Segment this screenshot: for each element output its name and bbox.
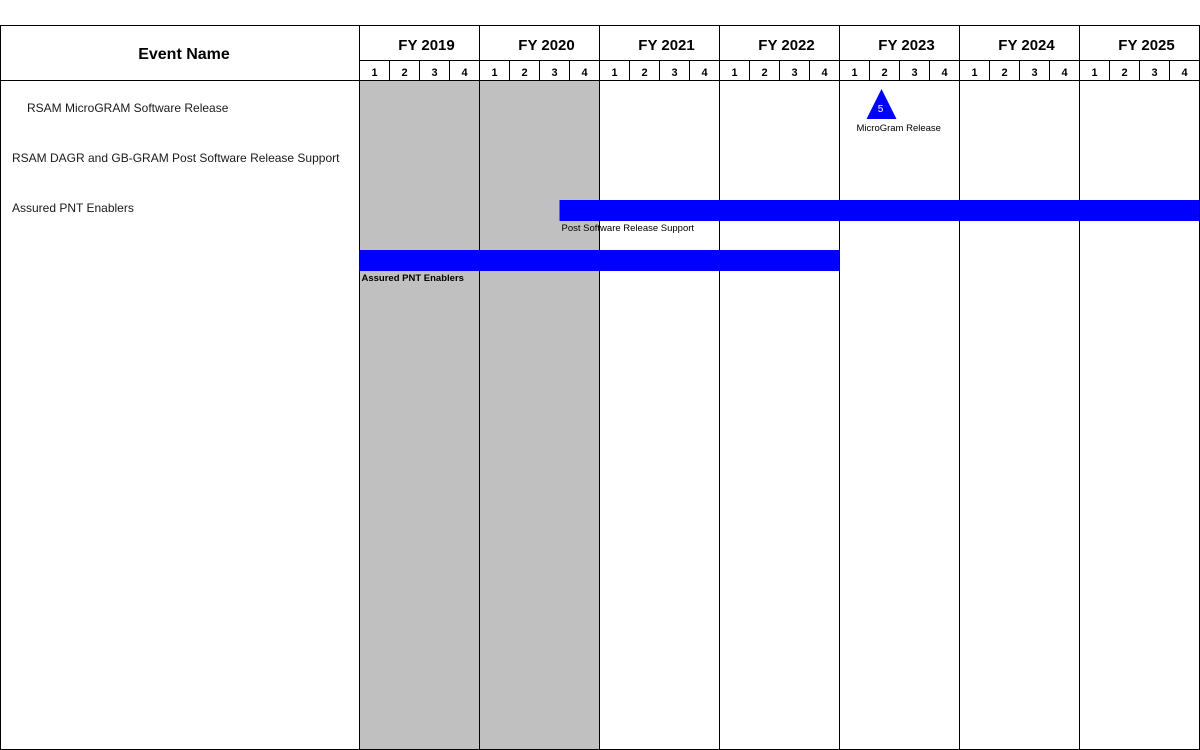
quarter-label: 1 — [971, 67, 977, 79]
event-column-title: Event Name — [138, 46, 230, 63]
quarter-label: 1 — [731, 67, 737, 79]
quarter-label: 3 — [431, 67, 437, 79]
timeline-header: Event Name FY 2019 1 2 3 4 FY 2020 1 2 3 4 FY 2021… — [138, 37, 1188, 79]
schedule-bar — [559, 200, 1200, 221]
quarter-label: 3 — [791, 67, 797, 79]
event-name: Assured PNT Enablers — [12, 201, 134, 215]
event-name: RSAM DAGR and GB-GRAM Post Software Rele… — [12, 151, 340, 165]
quarter-label: 1 — [371, 67, 377, 79]
fiscal-year-label: FY 2025 — [1118, 37, 1174, 54]
fiscal-year-label: FY 2022 — [758, 37, 814, 54]
quarter-label: 1 — [1091, 67, 1097, 79]
milestone-label: MicroGram Release — [857, 123, 941, 134]
milestone-number: 5 — [878, 104, 884, 115]
quarter-label: 4 — [941, 67, 948, 79]
quarter-label: 4 — [1061, 67, 1068, 79]
quarter-label: 1 — [491, 67, 497, 79]
fiscal-year-label: FY 2021 — [638, 37, 694, 54]
quarter-label: 3 — [1031, 67, 1037, 79]
quarter-label: 1 — [851, 67, 857, 79]
shaded-year-band — [479, 80, 600, 750]
fiscal-year-label: FY 2024 — [998, 37, 1055, 54]
quarter-label: 4 — [461, 67, 468, 79]
shaded-years — [359, 80, 600, 750]
grid-lines — [0, 25, 1200, 750]
fiscal-year-label: FY 2020 — [518, 37, 574, 54]
quarter-label: 4 — [581, 67, 588, 79]
quarter-label: 2 — [1121, 67, 1127, 79]
event-name: RSAM MicroGRAM Software Release — [27, 101, 229, 115]
quarter-label: 4 — [821, 67, 828, 79]
bar-label: Post Software Release Support — [562, 223, 695, 234]
quarter-label: 2 — [641, 67, 647, 79]
fiscal-year-label: FY 2019 — [398, 37, 454, 54]
quarter-label: 2 — [881, 67, 887, 79]
quarter-label: 2 — [1001, 67, 1007, 79]
shaded-year-band — [359, 80, 480, 750]
schedule-bar — [359, 250, 840, 271]
quarter-label: 3 — [1151, 67, 1157, 79]
quarter-label: 1 — [611, 67, 617, 79]
milestone-triangle — [866, 89, 897, 119]
quarter-label: 3 — [911, 67, 917, 79]
fiscal-year-label: FY 2023 — [878, 37, 934, 54]
quarter-label: 4 — [701, 67, 708, 79]
bar-label: Assured PNT Enablers — [362, 273, 464, 284]
quarter-label: 3 — [551, 67, 557, 79]
quarter-label: 3 — [671, 67, 677, 79]
quarter-label: 2 — [401, 67, 407, 79]
quarter-label: 2 — [521, 67, 527, 79]
quarter-label: 2 — [761, 67, 767, 79]
quarter-label: 4 — [1181, 67, 1188, 79]
